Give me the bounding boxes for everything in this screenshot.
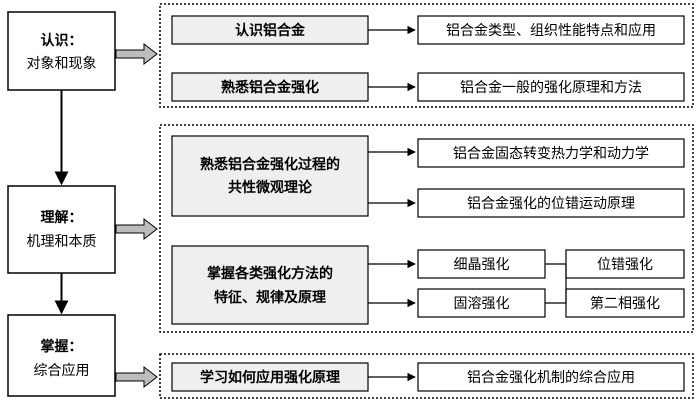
method-box-grain-refinement: 细晶强化 <box>417 249 546 279</box>
task-box-micro-theory: 熟悉铝合金强化过程的 共性微观理论 <box>171 135 369 217</box>
group-frame-3 <box>159 353 694 399</box>
method-box-solid-solution: 固溶强化 <box>417 288 546 318</box>
block-arrow-stage3 <box>115 365 158 389</box>
task-box-apply-principles: 学习如何应用强化原理 <box>171 362 369 392</box>
svg-text:熟悉铝合金强化过程的: 熟悉铝合金强化过程的 <box>200 156 340 173</box>
stage-recognize-subtitle: 对象和现象 <box>27 56 97 72</box>
stage-box-recognize: 认识： 对象和现象 <box>7 11 116 91</box>
result-box-comprehensive-application: 铝合金强化机制的综合应用 <box>417 362 685 392</box>
task-box-know-alloy: 认识铝合金 <box>171 15 369 45</box>
stage-understand-title: 理解： <box>41 209 83 226</box>
svg-text:共性微观理论: 共性微观理论 <box>228 179 313 196</box>
group-frame-2 <box>159 124 694 333</box>
svg-text:学习如何应用强化原理: 学习如何应用强化原理 <box>200 369 340 386</box>
svg-text:铝合金类型、组织性能特点和应用: 铝合金类型、组织性能特点和应用 <box>446 22 656 39</box>
svg-text:掌握各类强化方法的: 掌握各类强化方法的 <box>207 265 333 282</box>
svg-text:固溶强化: 固溶强化 <box>454 296 510 312</box>
stage-recognize-title: 认识： <box>41 32 83 49</box>
svg-text:熟悉铝合金强化: 熟悉铝合金强化 <box>221 79 319 96</box>
result-box-thermo-kinetics: 铝合金固态转变热力学和动力学 <box>417 138 685 168</box>
block-arrow-stage2 <box>115 217 158 241</box>
result-box-alloy-types: 铝合金类型、组织性能特点和应用 <box>417 15 685 45</box>
svg-text:铝合金强化机制的综合应用: 铝合金强化机制的综合应用 <box>467 369 635 386</box>
stage-master-title: 掌握： <box>41 338 83 355</box>
svg-text:位错强化: 位错强化 <box>597 257 653 273</box>
block-arrow-stage1 <box>115 42 158 66</box>
stage-box-understand: 理解： 机理和本质 <box>7 185 116 274</box>
svg-text:铝合金固态转变热力学和动力学: 铝合金固态转变热力学和动力学 <box>453 146 649 162</box>
task-box-familiar-strengthening: 熟悉铝合金强化 <box>171 72 369 102</box>
stage-master-subtitle: 综合应用 <box>34 362 90 379</box>
stage-box-master: 掌握： 综合应用 <box>7 314 116 397</box>
svg-text:细晶强化: 细晶强化 <box>454 257 510 273</box>
svg-text:认识铝合金: 认识铝合金 <box>235 22 306 39</box>
svg-text:铝合金强化的位错运动原理: 铝合金强化的位错运动原理 <box>467 196 635 212</box>
method-box-second-phase: 第二相强化 <box>565 288 685 318</box>
svg-text:铝合金一般的强化原理和方法: 铝合金一般的强化原理和方法 <box>460 80 642 96</box>
svg-text:特征、规律及原理: 特征、规律及原理 <box>214 289 326 306</box>
result-box-dislocation-motion: 铝合金强化的位错运动原理 <box>417 188 685 218</box>
stage-understand-subtitle: 机理和本质 <box>27 234 97 250</box>
group-frame-1 <box>159 3 694 108</box>
task-box-methods: 掌握各类强化方法的 特征、规律及原理 <box>171 245 369 325</box>
method-box-dislocation: 位错强化 <box>565 249 685 279</box>
result-box-general-principles: 铝合金一般的强化原理和方法 <box>417 72 685 102</box>
svg-text:第二相强化: 第二相强化 <box>590 295 660 312</box>
